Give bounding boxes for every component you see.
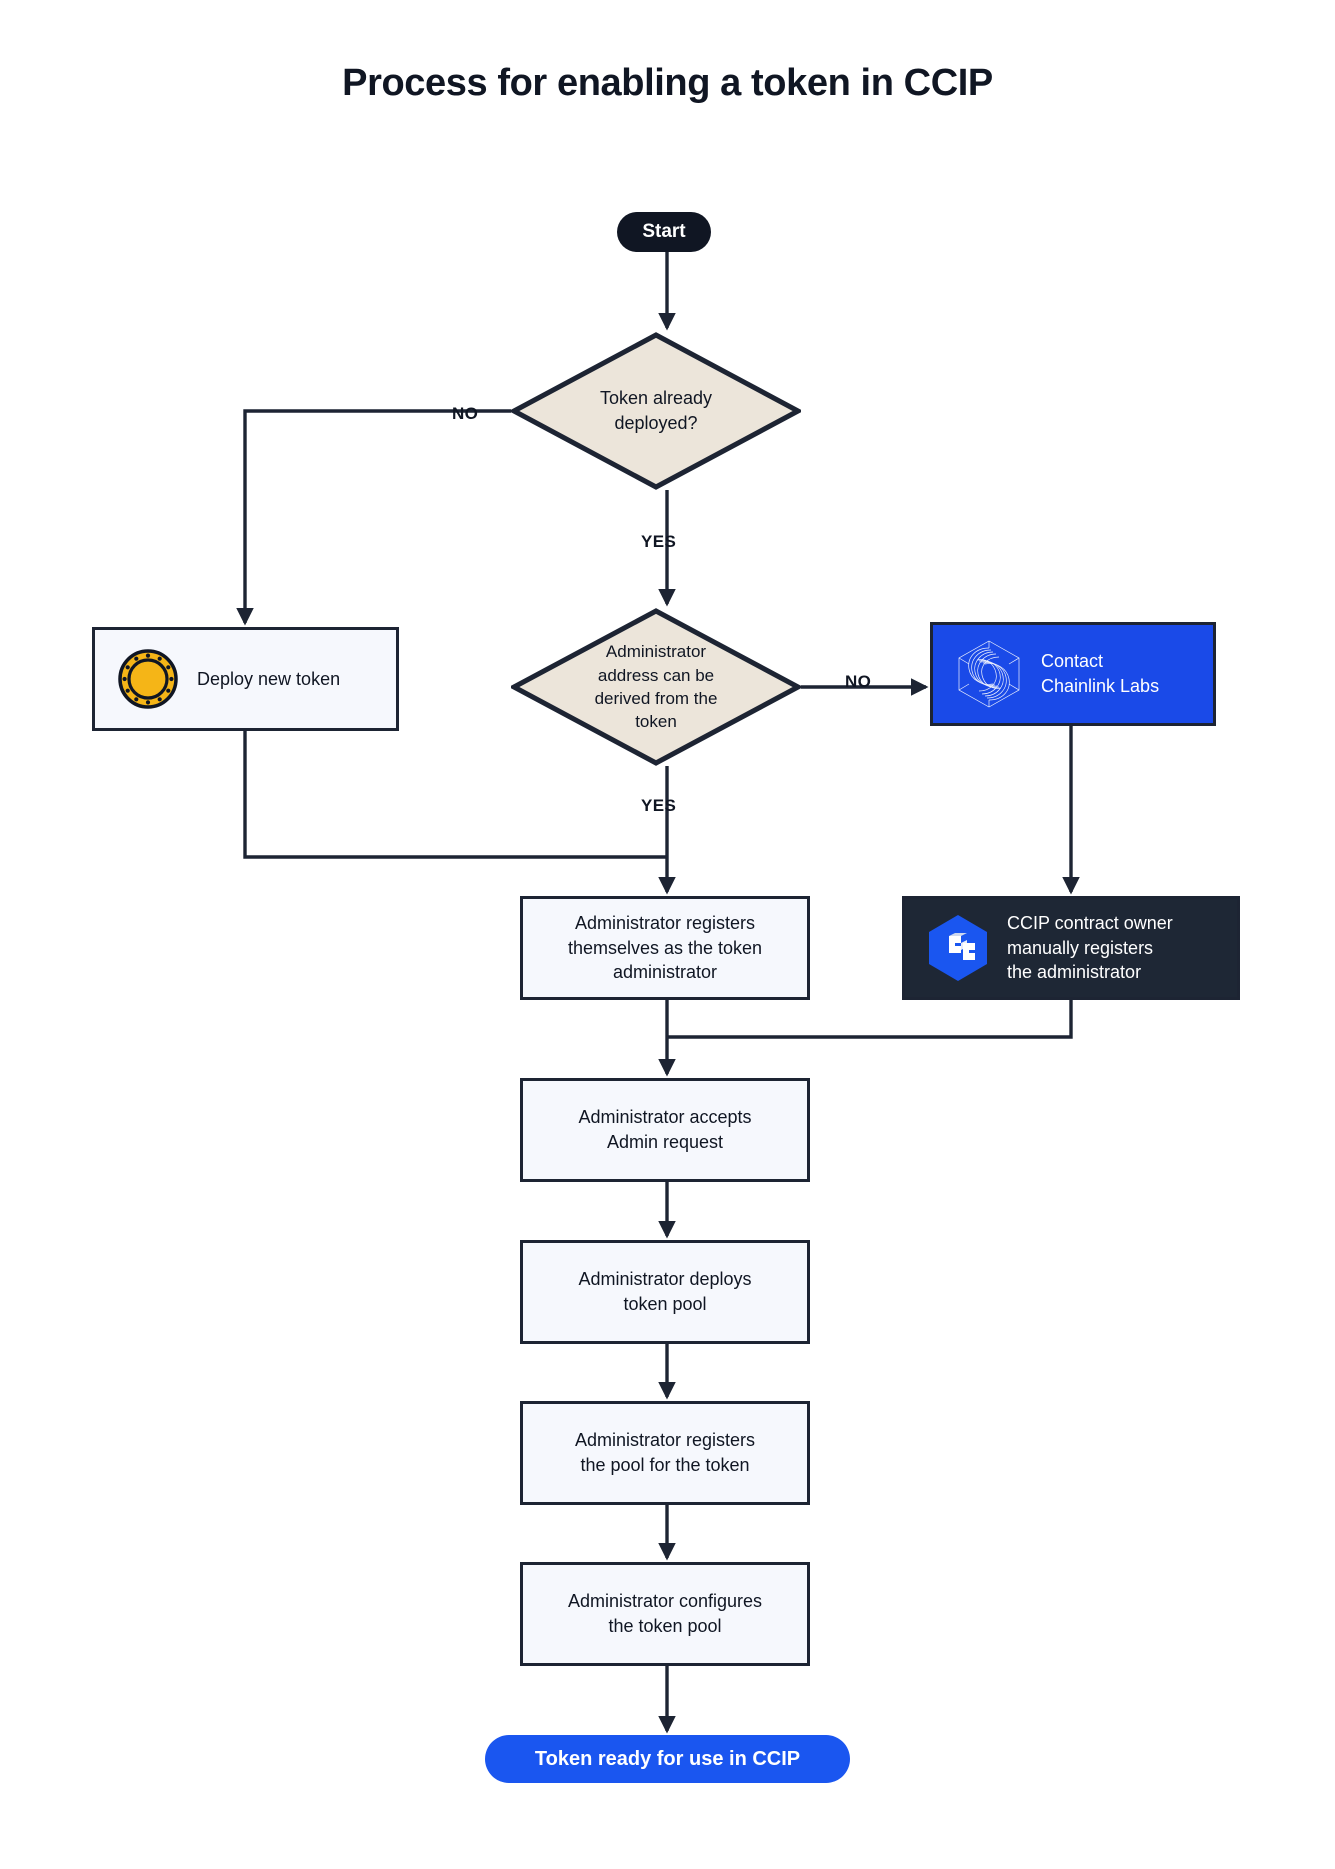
process-administrator-registers-themselves-label: Administrator registers themselves as th… — [568, 911, 762, 985]
process-administrator-configures-token-pool-label: Administrator configures the token pool — [568, 1589, 762, 1639]
gold-coin-icon — [117, 648, 179, 710]
diamond-shape — [508, 332, 804, 490]
branded-line: CCIP contract owner — [1007, 912, 1173, 933]
proc-line: the token pool — [608, 1616, 722, 1636]
process-administrator-accepts-admin-request-label: Administrator accepts Admin request — [578, 1105, 751, 1155]
edge-label-token-deployed-no: NO — [452, 404, 479, 423]
process-administrator-registers-pool-label: Administrator registers the pool for the… — [575, 1428, 755, 1478]
process-administrator-registers-pool[interactable]: Administrator registers the pool for the… — [520, 1401, 810, 1505]
process-administrator-deploys-token-pool[interactable]: Administrator deploys token pool — [520, 1240, 810, 1344]
proc-line: themselves as the token — [567, 937, 763, 958]
decision-token-already-deployed[interactable]: Token already deployed? — [508, 332, 804, 490]
process-administrator-deploys-token-pool-label: Administrator deploys token pool — [578, 1267, 751, 1317]
edge-label-token-deployed-yes: YES — [641, 532, 677, 551]
edge-token-deployed-no — [236, 409, 511, 626]
proc-line: token pool — [623, 1294, 707, 1314]
edge-label-admin-derived-no: NO — [845, 672, 872, 691]
edge-ccip-owner-to-accept-admin — [667, 1000, 1073, 1039]
process-administrator-registers-themselves[interactable]: Administrator registers themselves as th… — [520, 896, 810, 1000]
diamond-shape — [508, 608, 804, 766]
start-node-label: Start — [642, 221, 686, 242]
branded-line: the administrator — [1007, 962, 1142, 983]
decision-admin-address-derived[interactable]: Administrator address can be derived fro… — [508, 608, 804, 766]
process-ccip-contract-owner-registers-label: CCIP contract owner manually registers t… — [1007, 911, 1173, 985]
branded-line: Contact — [1041, 651, 1104, 672]
process-contact-chainlink-labs[interactable]: Contact Chainlink Labs — [930, 622, 1216, 726]
proc-line: Administrator accepts — [578, 1107, 752, 1128]
proc-line: Administrator configures — [567, 1591, 763, 1612]
ccip-hexagon-logo-icon — [927, 914, 989, 982]
process-administrator-configures-token-pool[interactable]: Administrator configures the token pool — [520, 1562, 810, 1666]
branded-line: Chainlink Labs — [1041, 676, 1160, 696]
proc-line: Administrator registers — [574, 1430, 756, 1451]
chainlink-labs-logo-icon — [955, 639, 1023, 709]
proc-line: administrator — [612, 962, 718, 983]
branded-line: manually registers — [1007, 937, 1154, 958]
end-node-label: Token ready for use in CCIP — [534, 1747, 801, 1770]
process-deploy-new-token[interactable]: Deploy new token — [92, 627, 399, 731]
edge-deploy-token-to-register-admin — [243, 731, 667, 859]
proc-line: Administrator registers — [574, 912, 756, 933]
process-ccip-contract-owner-registers[interactable]: CCIP contract owner manually registers t… — [902, 896, 1240, 1000]
process-contact-chainlink-labs-label: Contact Chainlink Labs — [1041, 649, 1159, 699]
proc-line: Administrator deploys — [578, 1269, 752, 1290]
process-administrator-accepts-admin-request[interactable]: Administrator accepts Admin request — [520, 1078, 810, 1182]
page-title: Process for enabling a token in CCIP — [342, 62, 993, 104]
start-node[interactable]: Start — [617, 212, 711, 252]
edge-label-admin-derived-yes: YES — [641, 796, 677, 815]
process-deploy-new-token-label: Deploy new token — [197, 668, 341, 689]
proc-line: Admin request — [606, 1132, 724, 1152]
proc-line: the pool for the token — [580, 1455, 750, 1475]
end-node-token-ready[interactable]: Token ready for use in CCIP — [485, 1735, 850, 1783]
